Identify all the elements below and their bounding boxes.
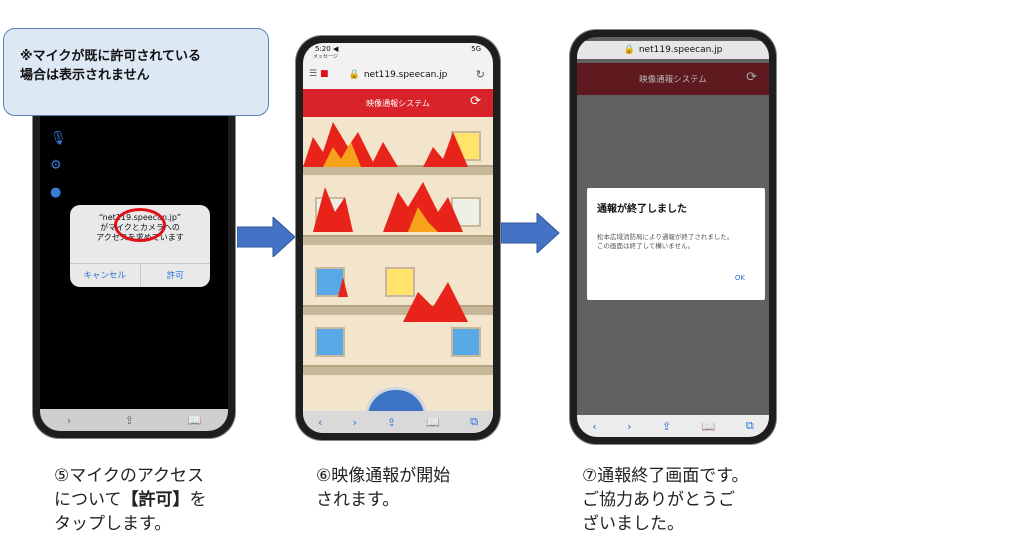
fire-flames-top <box>303 122 468 167</box>
building-floor-line <box>303 365 493 375</box>
step-5-caption-text: について <box>54 490 122 510</box>
step-5-caption-line-3: タップします。 <box>54 514 172 534</box>
status-time: 5:20 ◀ <box>315 45 339 53</box>
app-header: 映像通報システム ⟳ <box>577 63 769 95</box>
refresh-icon[interactable]: ⟳ <box>470 94 481 109</box>
lock-icon: 🔒 <box>348 70 360 80</box>
step-5-caption-emphasis: 【許可】 <box>121 490 190 510</box>
ok-button[interactable]: OK <box>734 274 745 282</box>
url-text: net119.speecan.jp <box>638 45 723 55</box>
step-6-caption: ⑥映像通報が開始 されます。 <box>316 464 516 512</box>
step-7-caption-line-1: ⑦通報終了画面です。 <box>582 466 749 486</box>
lock-icon: 🔒 <box>623 45 635 55</box>
app-title: 映像通報システム <box>639 75 707 85</box>
url-text: net119.speecan.jp <box>363 70 448 80</box>
building-floor-line <box>303 165 493 175</box>
safari-toolbar: ‹ › ⇪ 📖 ⧉ <box>577 415 769 437</box>
forward-icon[interactable]: › <box>66 413 72 427</box>
step-6-caption-line-2: されます。 <box>316 490 400 510</box>
building-entrance <box>365 387 427 411</box>
safari-toolbar: › ⇪ 📖 <box>40 409 228 431</box>
note-callout-line-1: ※マイクが既に許可されている <box>20 49 201 64</box>
mic-icon[interactable]: 🎙 <box>50 131 67 146</box>
step-5-caption-line-2: について【許可】を <box>54 488 254 512</box>
call-ended-title: 通報が終了しました <box>597 204 687 215</box>
building-window <box>451 327 481 357</box>
phone-call-ended-screen: ■ 🔒 net119.speecan.jp 映像通報システム ⟳ 通報が終了しま… <box>570 30 776 444</box>
permission-dialog-actions: キャンセル 許可 <box>70 263 210 287</box>
bookmarks-icon[interactable]: 📖 <box>187 413 202 427</box>
note-callout-line-2: 場合は表示されません <box>20 68 150 83</box>
forward-icon[interactable]: › <box>627 419 632 433</box>
share-icon[interactable]: ⇪ <box>387 415 397 429</box>
gear-icon[interactable]: ⚙ <box>50 158 62 173</box>
call-ended-dialog: 通報が終了しました 松本広域消防局により通報が終了されました。 この画面は終了し… <box>587 188 765 300</box>
menu-icon[interactable]: ☰ <box>309 69 318 79</box>
app-header: 映像通報システム ⟳ <box>303 89 493 117</box>
permission-dialog: “net119.speecan.jp” がマイクとカメラへの アクセスを求めてい… <box>70 205 210 287</box>
next-step-arrow-1 <box>237 217 296 257</box>
status-bar: 5:20 ◀ 5G <box>303 43 493 57</box>
building-window <box>451 197 481 227</box>
phone-video-call-screen: 5:20 ◀ 5G メッセージ ☰ ■ 🔒 net119.speecan.jp … <box>296 36 500 440</box>
fire-flames-lower <box>338 277 468 322</box>
address-bar[interactable]: 🔒 net119.speecan.jp <box>577 41 769 59</box>
info-icon[interactable]: ● <box>50 185 62 200</box>
phone2-screen: 5:20 ◀ 5G メッセージ ☰ ■ 🔒 net119.speecan.jp … <box>303 43 493 433</box>
camera-icon: ■ <box>319 69 329 79</box>
building-floor-line <box>303 305 493 315</box>
address-bar[interactable]: ☰ ■ 🔒 net119.speecan.jp ↻ <box>303 63 493 87</box>
step-7-caption: ⑦通報終了画面です。 ご協力ありがとうご ざいました。 <box>582 464 802 536</box>
step-5-caption-text-end: を <box>189 490 207 510</box>
back-icon[interactable]: ‹ <box>592 419 597 433</box>
safari-toolbar: ‹ › ⇪ 📖 ⧉ <box>303 411 493 433</box>
phone3-screen: ■ 🔒 net119.speecan.jp 映像通報システム ⟳ 通報が終了しま… <box>577 37 769 437</box>
tabs-icon[interactable]: ⧉ <box>745 419 754 432</box>
note-callout: ※マイクが既に許可されている 場合は表示されません <box>3 28 269 116</box>
next-step-arrow-2 <box>501 213 560 253</box>
step-7-caption-line-3: ざいました。 <box>582 514 684 534</box>
step-6-caption-line-1: ⑥映像通報が開始 <box>316 466 451 486</box>
step-7-caption-line-2: ご協力ありがとうご <box>582 490 735 510</box>
tabs-icon[interactable]: ⧉ <box>470 415 478 428</box>
live-video-feed <box>303 117 493 411</box>
call-ended-message-1: 松本広域消防局により通報が終了されました。 <box>597 233 734 241</box>
app-title: 映像通報システム <box>366 98 430 108</box>
reload-icon[interactable]: ↻ <box>475 68 485 81</box>
building-floor-line <box>303 235 493 245</box>
refresh-icon[interactable]: ⟳ <box>746 70 757 85</box>
allow-button[interactable]: 許可 <box>139 264 211 287</box>
cancel-button[interactable]: キャンセル <box>83 271 126 281</box>
bookmarks-icon[interactable]: 📖 <box>426 415 440 429</box>
step-5-caption: ⑤マイクのアクセス について【許可】を タップします。 <box>54 464 254 536</box>
fire-flames-middle <box>313 182 463 232</box>
status-back-label[interactable]: メッセージ <box>313 54 338 60</box>
share-icon[interactable]: ⇪ <box>661 419 672 433</box>
status-network: 5G <box>471 45 481 53</box>
building-window <box>385 267 415 297</box>
bookmarks-icon[interactable]: 📖 <box>701 419 716 433</box>
back-icon[interactable]: ‹ <box>318 415 323 429</box>
forward-icon[interactable]: › <box>352 415 357 429</box>
call-ended-message-2: この画面は終了して構いません。 <box>597 242 695 250</box>
allow-highlight-ring <box>114 208 166 242</box>
side-icon-column: 🎙 ⚙ ● <box>50 132 67 199</box>
building-window <box>315 327 345 357</box>
step-5-caption-line-1: ⑤マイクのアクセス <box>54 466 205 486</box>
url-left-icons: ☰ ■ <box>309 69 328 79</box>
share-icon[interactable]: ⇪ <box>124 413 134 427</box>
